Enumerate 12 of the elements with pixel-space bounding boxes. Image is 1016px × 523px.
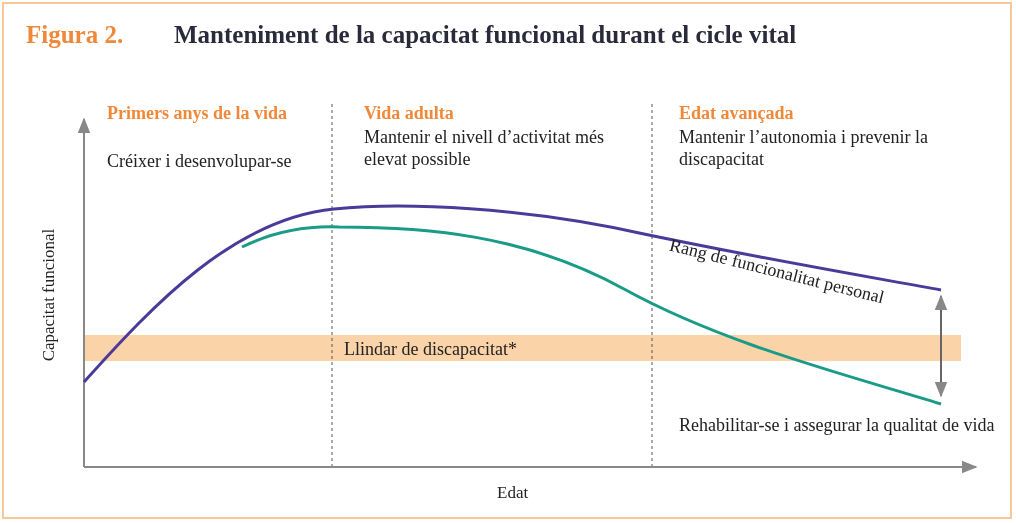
axis-label: Capacitat funcional — [38, 227, 59, 364]
section-heading: Primers anys de la vida — [107, 102, 288, 124]
section-heading: Edat avançada — [679, 102, 795, 124]
section-text: Mantenir el nivell d’activitat més elevat possible — [364, 126, 605, 170]
section-text: Créixer i desenvolupar-se — [107, 150, 293, 172]
axis-label: Edat — [497, 482, 530, 504]
section-heading: Vida adulta — [364, 102, 455, 124]
figure-number: Figura 2. — [26, 20, 125, 50]
band-label: Llindar de discapacitat* — [344, 338, 518, 360]
annotation-text: Rehabilitar-se i assegurar la qualitat de vida — [679, 414, 996, 436]
diagram-title: Manteniment de la capacitat funcional durant el cicle vital — [174, 20, 798, 50]
section-text: Mantenir l’autonomia i prevenir la discapacitat — [679, 126, 929, 170]
